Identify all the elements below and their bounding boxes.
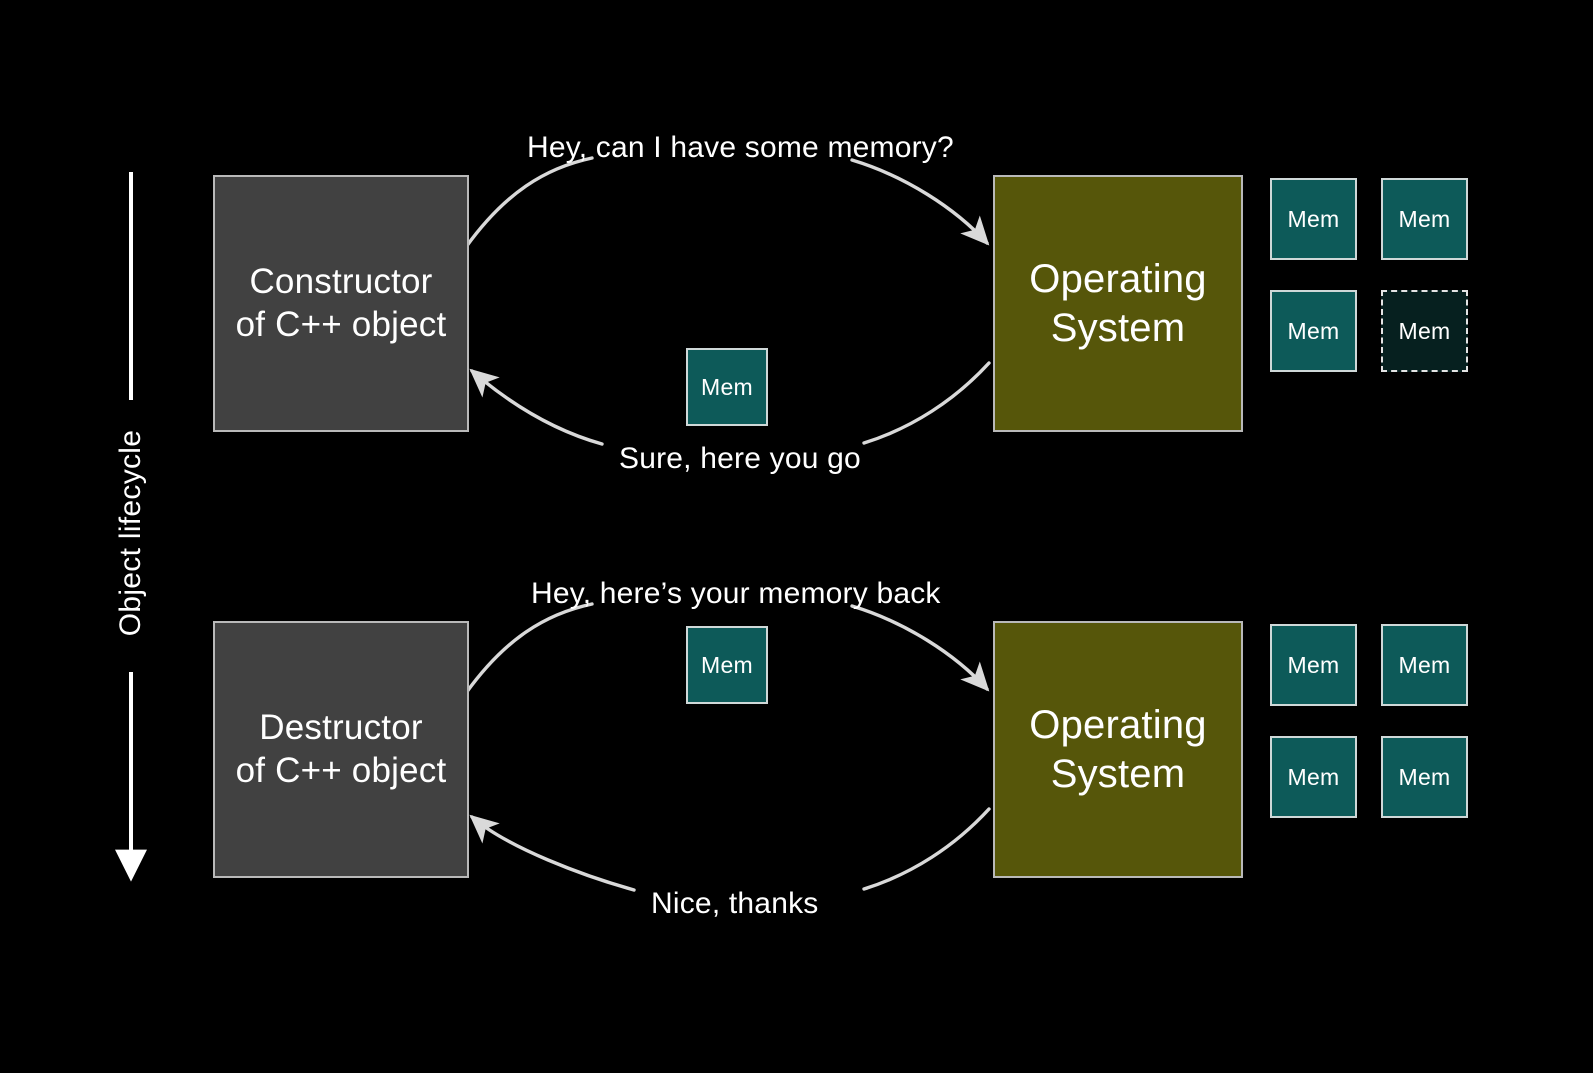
- mem-chip-label: Mem: [1398, 651, 1451, 678]
- mem-chip-label: Mem: [1398, 763, 1451, 790]
- arrow-response-destruction: [469, 807, 991, 892]
- constructor-box-line2: of C++ object: [235, 304, 447, 344]
- constructor-box-line1: Constructor: [249, 261, 433, 301]
- mem-chip-label: Mem: [1287, 205, 1340, 232]
- mem-chip-label: Mem: [700, 373, 753, 400]
- operating-system-line2: System: [1050, 305, 1186, 350]
- mem-chip-label: Mem: [1398, 317, 1451, 344]
- mem-chip-label: Mem: [1287, 651, 1340, 678]
- response-label-construction: Sure, here you go: [619, 442, 861, 475]
- mem-chip-in-transfer-destruction[interactable]: Mem: [686, 626, 768, 704]
- mem-pool-chip-3-construction[interactable]: Mem: [1270, 290, 1357, 372]
- constructor-box[interactable]: Constructor of C++ object: [213, 175, 469, 432]
- response-label-destruction: Nice, thanks: [651, 887, 819, 920]
- operating-system-line1: Operating: [1029, 256, 1207, 301]
- arrow-request-construction: [464, 156, 990, 249]
- request-label-destruction: Hey, here’s your memory back: [531, 577, 941, 610]
- mem-pool-chip-2-destruction[interactable]: Mem: [1381, 624, 1468, 706]
- destructor-box-line1: Destructor: [259, 707, 423, 747]
- mem-pool-chip-2-construction[interactable]: Mem: [1381, 178, 1468, 260]
- mem-chip-label: Mem: [1287, 317, 1340, 344]
- operating-system-line2: System: [1050, 751, 1186, 796]
- request-label-construction: Hey, can I have some memory?: [527, 131, 954, 164]
- mem-pool-chip-3-destruction[interactable]: Mem: [1270, 736, 1357, 818]
- operating-system-line1: Operating: [1029, 702, 1207, 747]
- mem-pool-chip-1-destruction[interactable]: Mem: [1270, 624, 1357, 706]
- mem-chip-in-transfer-construction[interactable]: Mem: [686, 348, 768, 426]
- mem-pool-chip-1-construction[interactable]: Mem: [1270, 178, 1357, 260]
- operating-system-box-construction[interactable]: Operating System: [993, 175, 1243, 432]
- mem-pool-chip-4-construction-free[interactable]: Mem: [1381, 290, 1468, 372]
- operating-system-box-destruction[interactable]: Operating System: [993, 621, 1243, 878]
- destructor-box[interactable]: Destructor of C++ object: [213, 621, 469, 878]
- mem-pool-chip-4-destruction[interactable]: Mem: [1381, 736, 1468, 818]
- object-lifecycle-label: Object lifecycle: [114, 429, 147, 637]
- mem-chip-label: Mem: [1287, 763, 1340, 790]
- destructor-box-line2: of C++ object: [235, 750, 447, 790]
- mem-chip-label: Mem: [1398, 205, 1451, 232]
- mem-chip-label: Mem: [700, 651, 753, 678]
